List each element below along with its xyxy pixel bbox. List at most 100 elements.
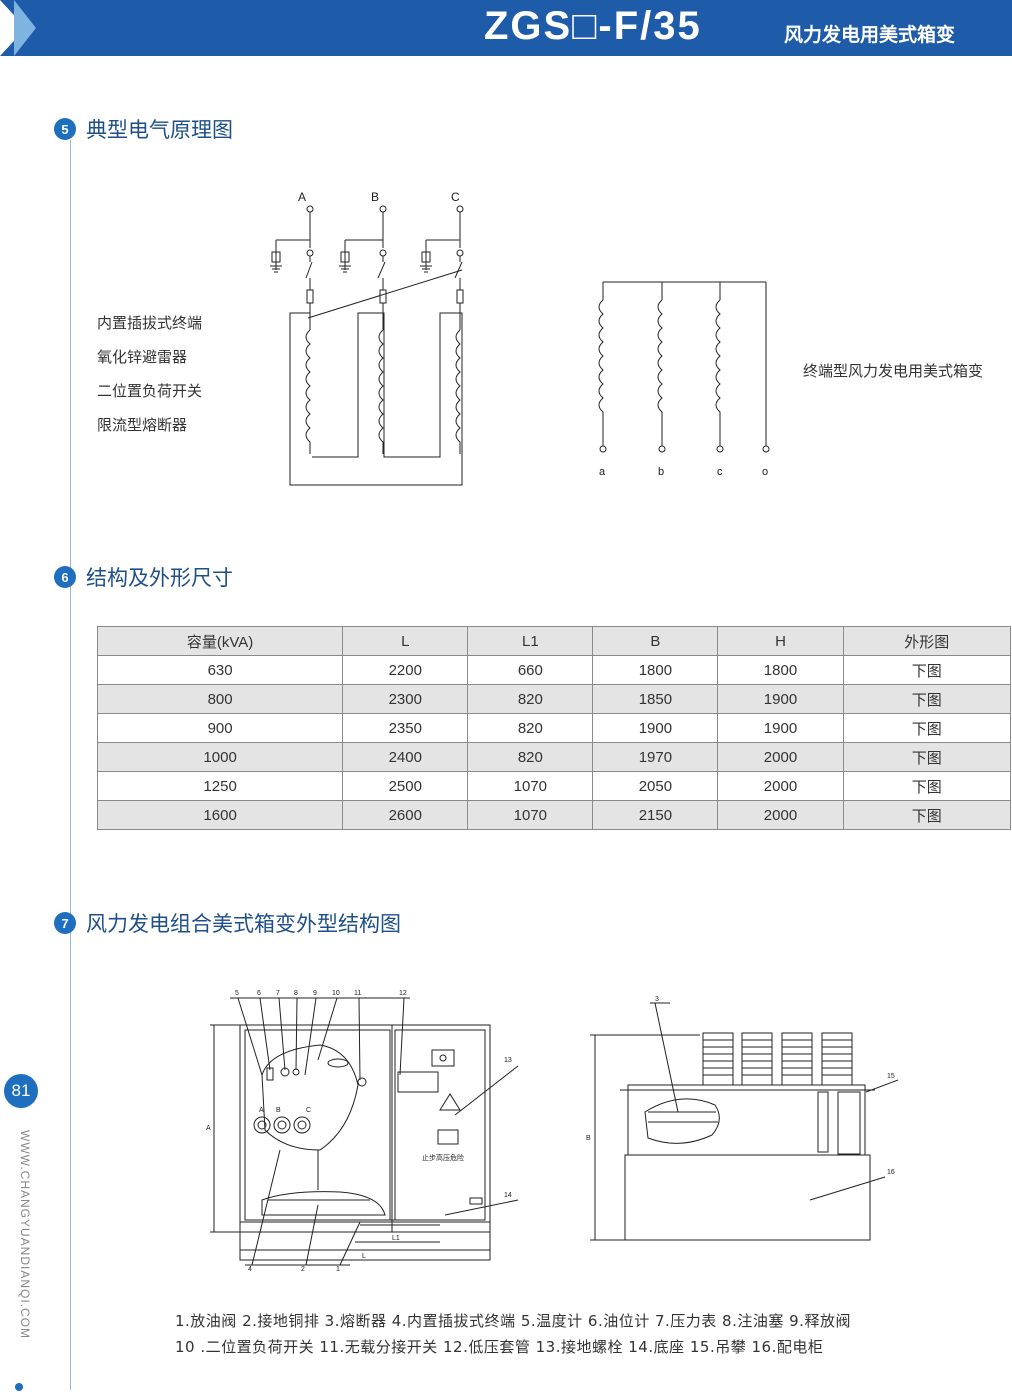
table-cell: 1800 (592, 655, 719, 685)
parts-legend: 1.放油阀 2.接地铜排 3.熔断器 4.内置插拔式终端 5.温度计 6.油位计… (175, 1308, 851, 1360)
callout-2: 2 (301, 1266, 305, 1273)
callout-16: 16 (887, 1169, 895, 1176)
callout-15: 15 (887, 1073, 895, 1080)
table-row: 1250 2500 1070 2050 2000 下图 (96, 771, 1012, 801)
dim-label-b: B (586, 1135, 591, 1142)
term-c: c (717, 466, 723, 478)
table-cell: 660 (467, 655, 594, 685)
secondary-schematic: a b c o (598, 281, 770, 478)
table-cell: 1250 (96, 771, 344, 801)
table-cell: 1900 (717, 713, 844, 743)
dimension-table: 容量(kVA) L L1 B H 外形图 630 2200 660 1800 1… (96, 626, 1012, 830)
table-cell: 下图 (842, 800, 1012, 830)
header-chevron (14, 0, 36, 56)
callout-11: 11 (354, 990, 361, 997)
callout-4: 4 (248, 1266, 252, 1273)
page-header: ZGS□-F/35 风力发电用美式箱变 (0, 0, 1012, 56)
table-cell: 2000 (717, 742, 844, 772)
table-cell: 820 (467, 742, 594, 772)
dim-label-a: A (206, 1125, 211, 1132)
table-cell: 2000 (717, 800, 844, 830)
table-cell: 2350 (342, 713, 469, 743)
callout-14: 14 (504, 1192, 512, 1199)
label-fuse: 限流型熔断器 (97, 416, 188, 434)
phase-label-b: B (371, 190, 379, 204)
callout-10: 10 (332, 990, 340, 997)
table-cell: 1900 (717, 684, 844, 714)
phase-label-a: A (298, 190, 306, 204)
table-cell: 820 (467, 684, 594, 714)
label-load-switch: 二位置负荷开关 (97, 382, 203, 400)
table-header-row: 容量(kVA) L L1 B H 外形图 (96, 626, 1012, 656)
table-cell: 1800 (717, 655, 844, 685)
table-cell: 800 (96, 684, 344, 714)
table-cell: 2200 (342, 655, 469, 685)
col-b: B (592, 626, 719, 656)
bushing-label-a: A (259, 1107, 264, 1114)
legend-line-1: 1.放油阀 2.接地铜排 3.熔断器 4.内置插拔式终端 5.温度计 6.油位计… (175, 1312, 851, 1330)
front-view-drawing: 5 6 7 8 9 10 11 12 13 14 4 2 1 A L L1 A … (206, 990, 519, 1273)
phase-label-c: C (451, 190, 460, 204)
table-row: 800 2300 820 1850 1900 下图 (96, 684, 1012, 714)
section5-title: 典型电气原理图 (86, 118, 233, 142)
table-cell: 1900 (592, 713, 719, 743)
table-cell: 下图 (842, 684, 1012, 714)
schematic-caption: 终端型风力发电用美式箱变 (803, 362, 984, 380)
dim-label-l: L (362, 1253, 366, 1260)
bushing-label-c: C (306, 1107, 311, 1114)
website-url: WWW.CHANGYUANDIANQI.COM (18, 1130, 32, 1339)
table-row: 900 2350 820 1900 1900 下图 (96, 713, 1012, 743)
callout-9: 9 (313, 990, 317, 997)
table-cell: 900 (96, 713, 344, 743)
callout-6: 6 (257, 990, 261, 997)
table-cell: 1000 (96, 742, 344, 772)
table-cell: 下图 (842, 771, 1012, 801)
callout-7: 7 (276, 990, 280, 997)
callout-8: 8 (294, 990, 298, 997)
section6-heading: 6 结构及外形尺寸 (54, 562, 233, 592)
callout-5: 5 (235, 990, 239, 997)
section5-heading: 5 典型电气原理图 (54, 114, 233, 144)
table-cell: 下图 (842, 655, 1012, 685)
col-capacity: 容量(kVA) (96, 626, 344, 656)
callout-3: 3 (655, 996, 659, 1003)
decorative-dot (15, 1383, 23, 1391)
term-a: a (599, 466, 606, 478)
schematic-labels: 内置插拔式终端 氧化锌避雷器 二位置负荷开关 限流型熔断器 (97, 306, 202, 442)
table-cell: 2000 (717, 771, 844, 801)
legend-line-2: 10 .二位置负荷开关 11.无载分接开关 12.低压套管 13.接地螺栓 14… (175, 1338, 824, 1356)
header-band (0, 0, 1012, 56)
table-cell: 2050 (592, 771, 719, 801)
page-number-badge: 81 (4, 1074, 38, 1108)
table-row: 1000 2400 820 1970 2000 下图 (96, 742, 1012, 772)
table-cell: 2600 (342, 800, 469, 830)
col-h: H (717, 626, 844, 656)
margin-rule (70, 140, 71, 1390)
section6-title: 结构及外形尺寸 (86, 566, 233, 590)
callout-1: 1 (336, 1266, 340, 1273)
table-cell: 下图 (842, 713, 1012, 743)
section7-title: 风力发电组合美式箱变外型结构图 (86, 912, 401, 936)
side-view-drawing: 3 15 16 B (586, 996, 899, 1241)
label-arrester: 氧化锌避雷器 (97, 348, 188, 366)
table-cell: 2500 (342, 771, 469, 801)
term-o: o (762, 466, 768, 478)
dim-label-l1: L1 (392, 1235, 400, 1242)
section7-heading: 7 风力发电组合美式箱变外型结构图 (54, 908, 401, 938)
table-cell: 1070 (467, 771, 594, 801)
product-model-title: ZGS□-F/35 (484, 4, 702, 48)
col-l1: L1 (467, 626, 594, 656)
table-cell: 820 (467, 713, 594, 743)
section5-number: 5 (54, 118, 76, 140)
term-b: b (658, 466, 664, 478)
table-cell: 下图 (842, 742, 1012, 772)
table-cell: 630 (96, 655, 344, 685)
table-cell: 1850 (592, 684, 719, 714)
section6-number: 6 (54, 566, 76, 588)
table-row: 1600 2600 1070 2150 2000 下图 (96, 800, 1012, 830)
bushing-label-b: B (276, 1107, 281, 1114)
table-cell: 1600 (96, 800, 344, 830)
primary-schematic: A B C (270, 190, 464, 486)
section7-number: 7 (54, 912, 76, 934)
label-terminal: 内置插拔式终端 (97, 314, 203, 332)
